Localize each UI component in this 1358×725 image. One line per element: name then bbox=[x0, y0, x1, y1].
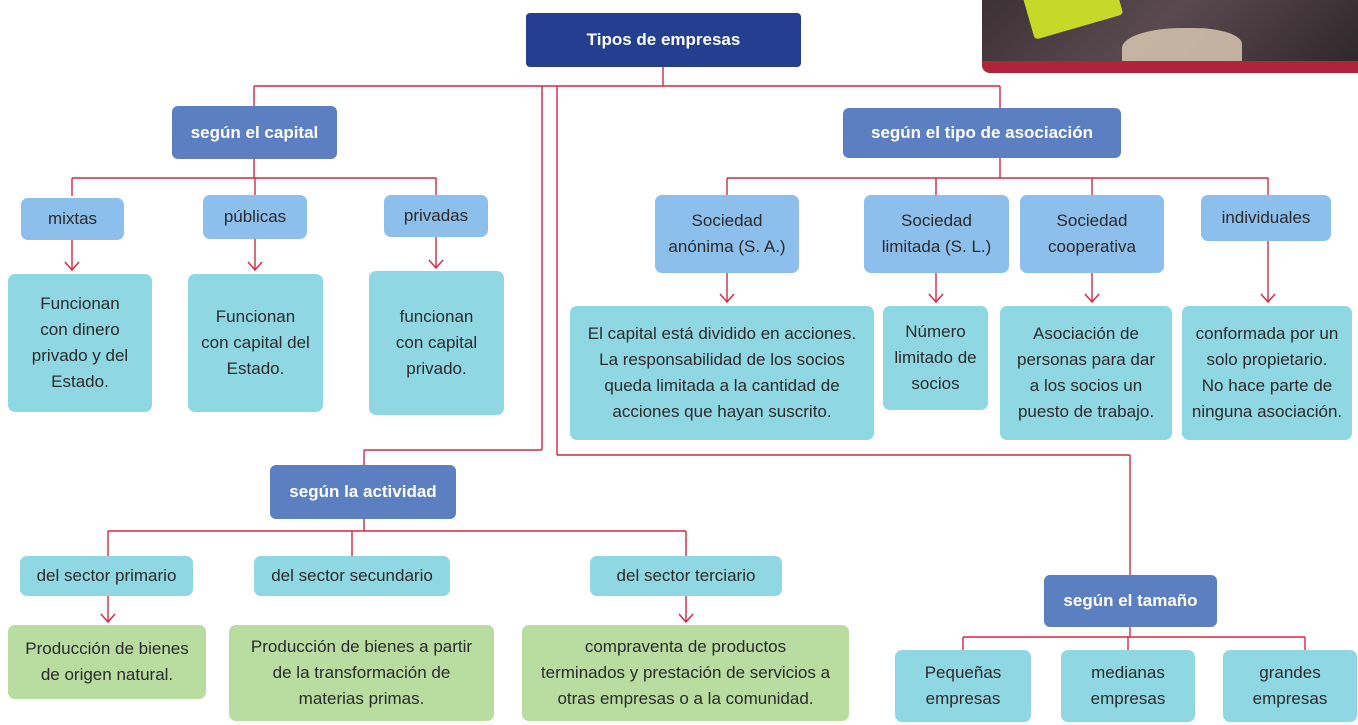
asociacion-desc-limitada: Número limitado de socios bbox=[883, 306, 988, 410]
tamano-item-medianas: medianas empresas bbox=[1061, 650, 1195, 722]
capital-desc-publicas: Funcionan con capital del Estado. bbox=[188, 274, 323, 412]
category-asociacion: según el tipo de asociación bbox=[843, 108, 1121, 158]
category-capital: según el capital bbox=[172, 106, 337, 159]
capital-desc-privadas: funcionan con capital privado. bbox=[369, 271, 504, 415]
arrowhead bbox=[428, 259, 444, 270]
actividad-item-terciario: del sector terciario bbox=[590, 556, 782, 596]
root-node: Tipos de empresas bbox=[526, 13, 801, 67]
asociacion-item-cooperativa: Sociedad cooperativa bbox=[1020, 195, 1164, 273]
tamano-item-grandes: grandes empresas bbox=[1223, 650, 1357, 722]
arrowhead bbox=[100, 613, 116, 624]
arrowhead bbox=[64, 261, 80, 272]
asociacion-item-anonima: Sociedad anónima (S. A.) bbox=[655, 195, 799, 273]
tamano-item-pequenas: Pequeñas empresas bbox=[895, 650, 1031, 722]
arrowhead bbox=[928, 293, 944, 304]
asociacion-item-limitada: Sociedad limitada (S. L.) bbox=[864, 195, 1009, 273]
photo-sticker-shape bbox=[1020, 0, 1124, 40]
arrowhead bbox=[247, 261, 263, 272]
photo-red-band bbox=[982, 61, 1358, 73]
corner-photo bbox=[982, 0, 1358, 73]
capital-item-publicas: públicas bbox=[203, 195, 307, 239]
actividad-desc-terciario: compraventa de productos terminados y pr… bbox=[522, 625, 849, 721]
actividad-desc-primario: Producción de bienes de origen natural. bbox=[8, 625, 206, 699]
asociacion-item-individuales: individuales bbox=[1201, 195, 1331, 241]
arrowhead bbox=[1260, 293, 1276, 304]
asociacion-desc-cooperativa: Asociación de personas para dar a los so… bbox=[1000, 306, 1172, 440]
asociacion-desc-individuales: conformada por un solo propietario. No h… bbox=[1182, 306, 1352, 440]
category-tamano: según el tamaño bbox=[1044, 575, 1217, 627]
actividad-item-secundario: del sector secundario bbox=[254, 556, 450, 596]
capital-item-privadas: privadas bbox=[384, 195, 488, 237]
arrowhead bbox=[719, 293, 735, 304]
actividad-item-primario: del sector primario bbox=[20, 556, 193, 596]
arrowhead bbox=[1084, 293, 1100, 304]
capital-desc-mixtas: Funcionan con dinero privado y del Estad… bbox=[8, 274, 152, 412]
capital-item-mixtas: mixtas bbox=[21, 198, 124, 240]
actividad-desc-secundario: Producción de bienes a partir de la tran… bbox=[229, 625, 494, 721]
arrowhead bbox=[678, 613, 694, 624]
category-actividad: según la actividad bbox=[270, 465, 456, 519]
asociacion-desc-anonima: El capital está dividido en acciones. La… bbox=[570, 306, 874, 440]
